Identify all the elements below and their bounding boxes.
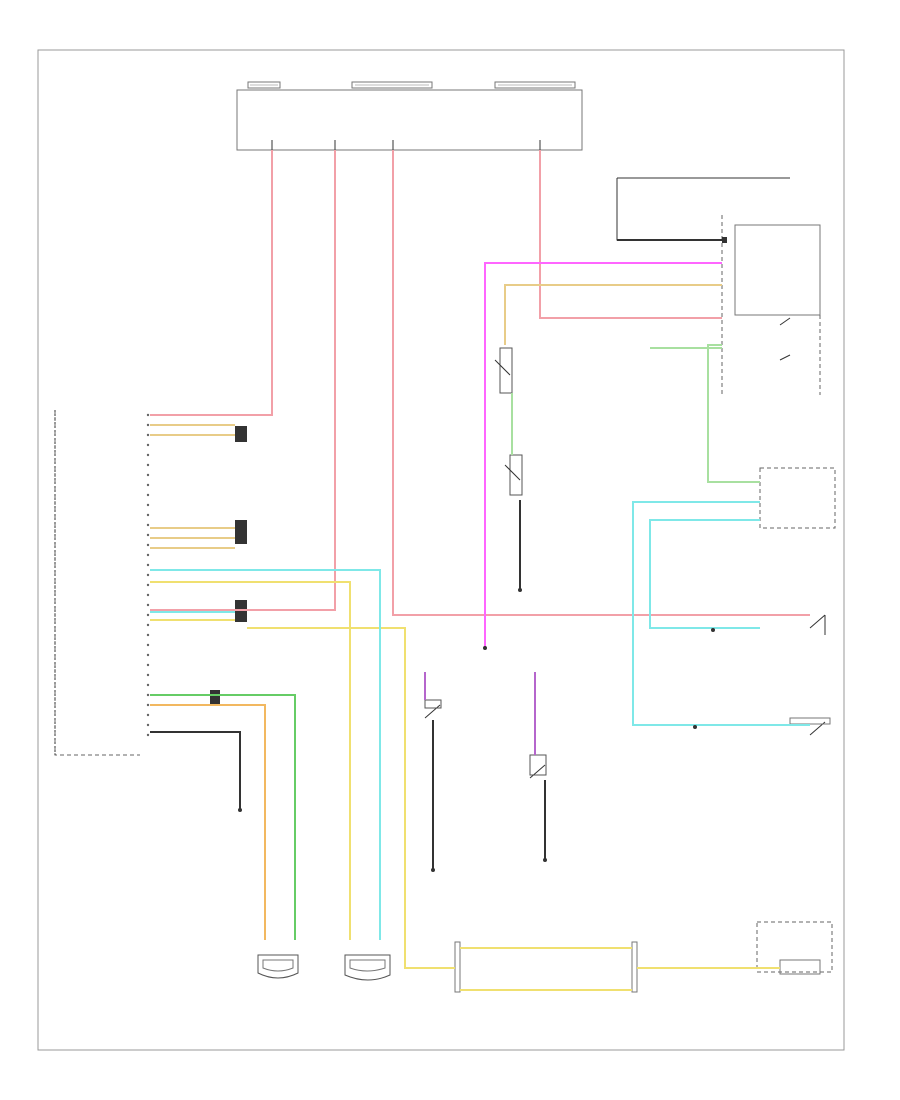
brake-pressure-switch [494,347,513,394]
brake-switch-left [424,699,442,719]
wire-red-1 [150,150,273,416]
wire-red-2 [150,150,336,611]
ipc [616,177,821,395]
connector-block-right [631,941,638,993]
wires [150,150,810,991]
wire-tan-1 [504,284,722,345]
splices [238,588,715,872]
wire-black-1 [150,731,241,810]
wire-pink [484,262,722,648]
connector-block-left [454,941,461,993]
fluid-level-switch [789,717,831,736]
wire-green-1 [150,694,296,905]
wire-red-4 [539,150,722,319]
wire-yellow-1 [150,581,351,905]
brake-switch-right [529,754,547,779]
diagram-frame [37,49,845,1051]
wire-red-3 [392,150,810,616]
wire-cyan-1 [150,569,381,905]
wire-cyan-2 [632,501,810,726]
rr-wheel-sensor [257,954,299,979]
brake-booster-switch [504,454,523,496]
body-control-module [759,467,836,529]
ecm [756,921,833,975]
wire-lightgreen-1 [707,344,760,483]
wire-cyan-3 [649,519,760,629]
wire-yellow-3 [247,627,455,969]
wire-orange-1 [150,704,266,905]
fuse-block [236,81,583,151]
lr-wheel-sensor [344,954,391,981]
park-brake-switch [809,614,826,635]
